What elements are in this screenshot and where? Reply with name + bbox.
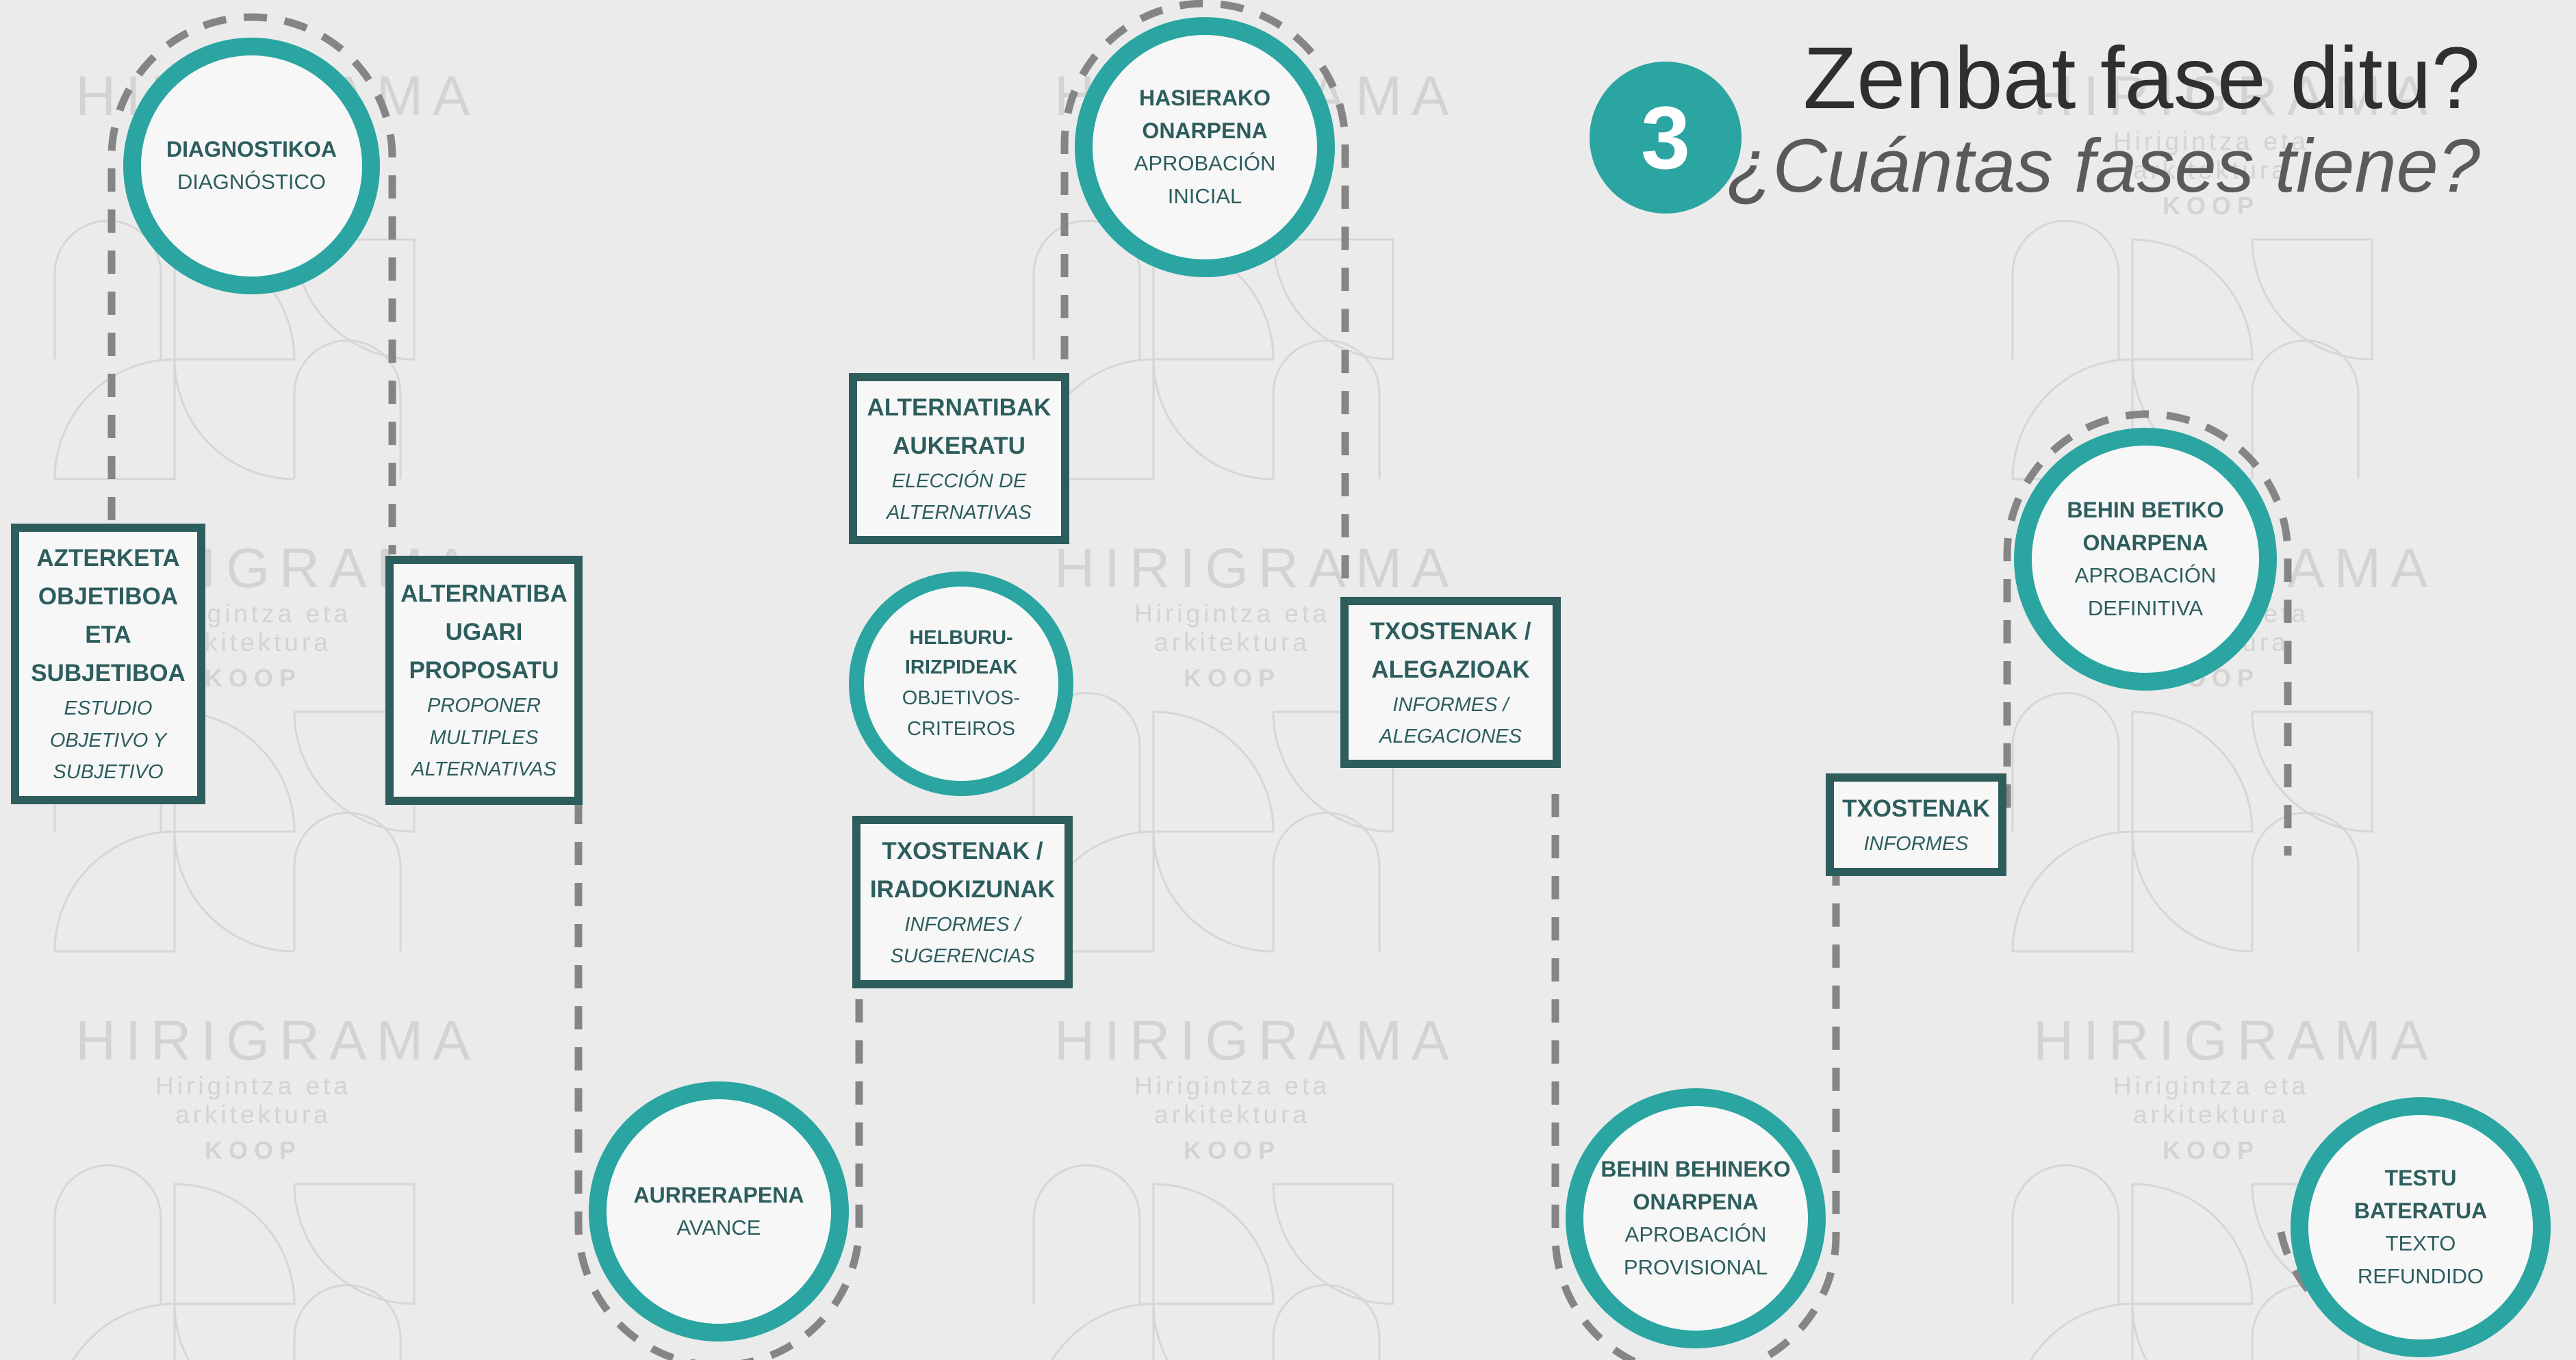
phase-label-eu: BEHIN BETIKO ONARPENA <box>2067 497 2224 555</box>
background-pattern-shape <box>2251 238 2373 361</box>
background-pattern-shape <box>2251 339 2360 479</box>
phase-label-eu: HASIERAKO ONARPENA <box>1138 85 1271 143</box>
phase-label-eu: TXOSTENAK / IRADOKIZUNAK <box>869 837 1056 903</box>
connector-behin-betiko-loop <box>2003 410 2292 856</box>
background-pattern-shape <box>293 710 416 833</box>
phase-label-es: DIAGNÓSTICO <box>177 170 326 194</box>
background-pattern-shape <box>1272 812 1381 951</box>
background-pattern-shape <box>72 1303 176 1360</box>
phase-diagnostikoa: DIAGNOSTIKOA DIAGNÓSTICO <box>123 38 380 294</box>
phase-txostenak: TXOSTENAK INFORMES <box>1826 773 2006 876</box>
background-pattern-shape <box>2131 238 2254 361</box>
background-pattern-shape <box>1152 1303 1169 1360</box>
background-pattern-shape <box>1152 710 1275 833</box>
phase-behin-betiko-onarpena: BEHIN BETIKO ONARPENA APROBACIÓN DEFINIT… <box>2014 428 2277 691</box>
background-pattern-shape <box>2131 710 2254 833</box>
background-pattern-shape <box>2011 358 2134 480</box>
background-pattern-shape <box>1032 1164 1141 1304</box>
phase-label-es: ELECCIÓN DE ALTERNATIVAS <box>887 470 1032 524</box>
title-block: Zenbat fase ditu? ¿Cuántas fases tiene? <box>1726 29 2480 209</box>
background-pattern-shape <box>2011 1164 2120 1304</box>
phase-label-eu: ALTERNATIBAK AUKERATU <box>867 394 1051 459</box>
background-pattern-shape <box>1272 238 1394 361</box>
phase-txostenak-alegazioak: TXOSTENAK / ALEGAZIOAK INFORMES / ALEGAC… <box>1340 597 1561 768</box>
phase-label-es: AVANCE <box>676 1215 761 1240</box>
phase-behin-behineko-onarpena: BEHIN BEHINEKO ONARPENA APROBACIÓN PROVI… <box>1566 1088 1826 1348</box>
phase-label-eu: DIAGNOSTIKOA <box>166 137 337 162</box>
phase-txostenak-iradokizunak: TXOSTENAK / IRADOKIZUNAK INFORMES / SUGE… <box>852 816 1073 988</box>
background-pattern-shape <box>53 830 176 953</box>
phase-label-es: OBJETIVOS- CRITEIROS <box>902 687 1021 740</box>
background-pattern-shape <box>53 358 176 480</box>
title-basque: Zenbat fase ditu? <box>1802 29 2480 127</box>
background-pattern-shape <box>173 1183 296 1305</box>
background-pattern-shape <box>2131 1303 2148 1360</box>
background-pattern-shape <box>2011 692 2120 832</box>
phase-label-es: ESTUDIO OBJETIVO Y SUBJETIVO <box>49 697 167 784</box>
phase-azterketa: AZTERKETA OBJETIBOA ETA SUBJETIBOA ESTUD… <box>11 524 205 804</box>
phase-label-es: APROBACIÓN INICIAL <box>1134 151 1276 208</box>
background-pattern-shape <box>1272 710 1394 833</box>
phase-label-es: APROBACIÓN PROVISIONAL <box>1623 1222 1768 1279</box>
background-pattern-shape <box>2131 831 2253 953</box>
background-pattern-shape <box>293 1183 416 1305</box>
background-pattern-shape <box>2011 220 2120 359</box>
phase-label-eu: AURRERAPENA <box>633 1182 804 1207</box>
step-number-badge: 3 <box>1590 62 1742 214</box>
phase-label-es: TEXTO REFUNDIDO <box>2357 1231 2484 1288</box>
phase-hasierako-onarpena: HASIERAKO ONARPENA APROBACIÓN INICIAL <box>1075 17 1335 277</box>
phase-testu-bateratua: TESTU BATERATUA TEXTO REFUNDIDO <box>2291 1097 2551 1357</box>
background-pattern-shape <box>1152 359 1274 480</box>
phase-label-eu: TESTU BATERATUA <box>2354 1165 2488 1223</box>
background-pattern-shape <box>1272 1284 1381 1360</box>
phase-label-eu: ALTERNATIBA UGARI PROPOSATU <box>400 580 568 684</box>
phase-label-eu: BEHIN BEHINEKO ONARPENA <box>1601 1156 1791 1214</box>
phase-helburu-irizpideak: HELBURU- IRIZPIDEAK OBJETIVOS- CRITEIROS <box>849 572 1073 796</box>
phase-label-eu: AZTERKETA OBJETIBOA ETA SUBJETIBOA <box>31 545 186 687</box>
phase-label-eu: TXOSTENAK / ALEGAZIOAK <box>1370 617 1531 683</box>
background-pattern-shape <box>1051 1303 1155 1360</box>
phase-label-eu: TXOSTENAK <box>1842 795 1990 822</box>
background-pattern-shape <box>1152 831 1274 953</box>
background-pattern-shape <box>293 339 402 479</box>
background-pattern-shape <box>1272 339 1381 479</box>
connector-hasierako-loop <box>1060 0 1349 595</box>
connector-behin-behineko-loop <box>1551 794 1840 1360</box>
background-pattern-shape <box>2251 710 2373 833</box>
phase-label-es: INFORMES / SUGERENCIAS <box>890 913 1035 967</box>
phase-alternatibak-aukeratu: ALTERNATIBAK AUKERATU ELECCIÓN DE ALTERN… <box>849 373 1069 544</box>
background-pattern-shape <box>1152 1183 1275 1305</box>
connector-aurrerapena-loop <box>574 801 863 1360</box>
background-pattern-shape <box>2131 1183 2254 1305</box>
background-pattern-shape <box>53 1164 162 1304</box>
phase-label-es: APROBACIÓN DEFINITIVA <box>2074 563 2217 620</box>
background-pattern-shape <box>293 1284 402 1360</box>
background-pattern-shape <box>2011 830 2134 953</box>
background-pattern-shape <box>2030 1303 2134 1360</box>
title-spanish: ¿Cuántas fases tiene? <box>1726 124 2480 209</box>
phase-label-es: INFORMES / ALEGACIONES <box>1379 693 1522 747</box>
background-pattern-shape <box>173 359 295 480</box>
background-pattern-shape <box>293 812 402 951</box>
phase-alternatiba-ugari: ALTERNATIBA UGARI PROPOSATU PROPONER MUL… <box>385 556 583 805</box>
phase-label-es: PROPONER MULTIPLES ALTERNATIVAS <box>411 695 557 781</box>
phase-label-eu: HELBURU- IRIZPIDEAK <box>904 626 1018 679</box>
background-pattern-shape <box>2251 812 2360 951</box>
background-pattern-shape <box>1272 1183 1394 1305</box>
connector-diagnostikoa-loop <box>107 13 396 554</box>
phase-label-es: INFORMES <box>1863 832 1969 855</box>
background-pattern-shape <box>173 1303 190 1360</box>
background-pattern-shape <box>173 831 295 953</box>
phase-aurrerapena: AURRERAPENA AVANCE <box>589 1081 849 1342</box>
